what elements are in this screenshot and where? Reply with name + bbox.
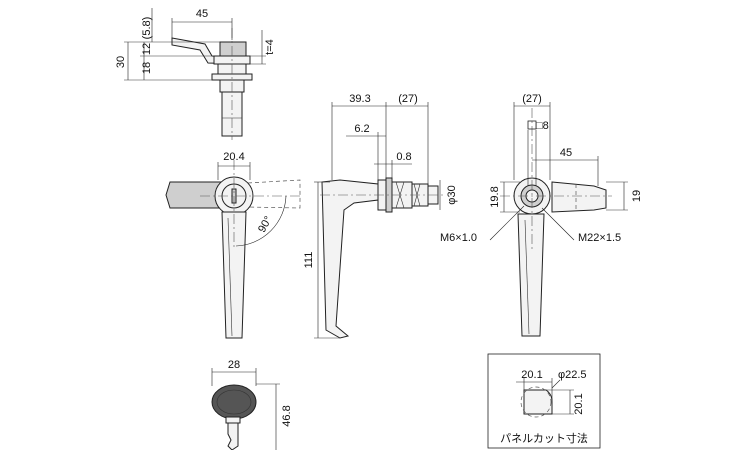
dim-12: 12 [141,43,153,55]
dim-20-4: 20.4 [223,151,244,163]
dim-111: 111 [303,252,315,269]
dim-phi22-5: φ22.5 [558,369,587,381]
panel-cut-caption: パネルカット寸法 [500,431,588,445]
dim-phi30: φ30 [446,185,458,204]
dim-20-1-side: 20.1 [573,393,585,414]
label-m6: M6×1.0 [440,232,477,244]
label-m22: M22×1.5 [578,232,621,244]
dim-18: 18 [141,62,153,74]
back-view: (27) □8 45 19.8 19 M6×1.0 M22×1.5 [440,93,643,337]
dim-39-3: 39.3 [349,93,370,105]
panel-cutout: 20.1 φ22.5 20.1 パネルカット寸法 [487,353,601,449]
dim-20-1-top: 20.1 [521,369,542,381]
front-view: 20.4 90° [165,151,301,339]
dim-19: 19 [631,190,643,202]
dim-27-side: (27) [398,93,418,105]
dim-30: 30 [115,56,127,68]
dim-28: 28 [228,359,240,371]
dim-t4: t=4 [264,39,276,55]
dim-5-8: (5.8) [141,17,153,40]
dim-45-back: 45 [560,147,572,159]
dim-46-8: 46.8 [281,405,293,426]
dim-19-8: 19.8 [489,186,501,207]
side-view: 39.3 (27) 6.2 0.8 φ30 111 [303,93,458,339]
key-view: 28 46.8 [211,359,293,450]
dim-45-top: 45 [196,8,208,20]
dim-90deg: 90° [256,214,275,234]
dim-sq8: □8 [536,120,549,132]
top-view: (5.8) 45 30 12 18 t=4 [115,8,276,140]
dim-6-2: 6.2 [354,123,369,135]
dim-27-back: (27) [522,93,542,105]
dim-0-8: 0.8 [396,151,411,163]
